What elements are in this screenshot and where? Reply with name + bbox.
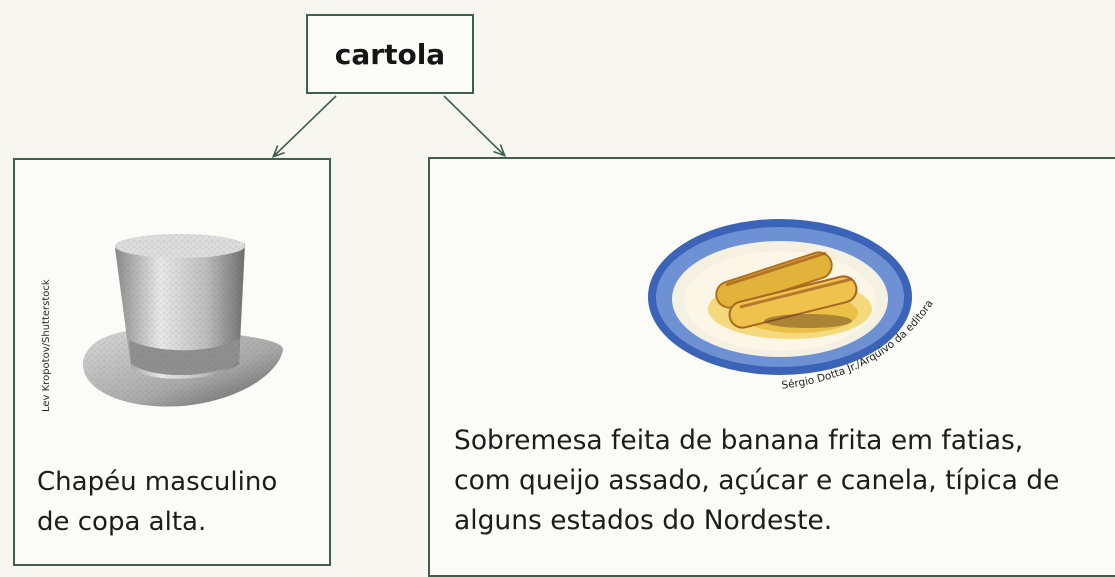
photo-credit-hat: Lev Kropotov/Shutterstock [41,279,52,412]
dessert-meaning-text: Sobremesa feita de banana frita em fatia… [454,425,1060,536]
arrow-to-hat-meaning [271,95,337,159]
dessert-plate-illustration [648,219,912,375]
meaning-card-hat: Lev Kropotov/Shutterstock [13,158,331,566]
photo-credit-dessert: Sérgio Dotta Jr./Arquivo da editora [781,298,936,392]
top-hat-illustration [82,234,284,407]
svg-text:Sérgio Dotta Jr./Arquivo da ed: Sérgio Dotta Jr./Arquivo da editora [781,298,936,392]
hat-meaning-text: Chapéu masculino de copa alta. [37,467,278,537]
headword: cartola [334,37,446,71]
headword-box: cartola [306,14,474,94]
arrow-to-dessert-meaning [443,95,507,158]
meaning-card-dessert: Sérgio Dotta Jr./Arquivo da editora Sobr… [428,157,1115,577]
